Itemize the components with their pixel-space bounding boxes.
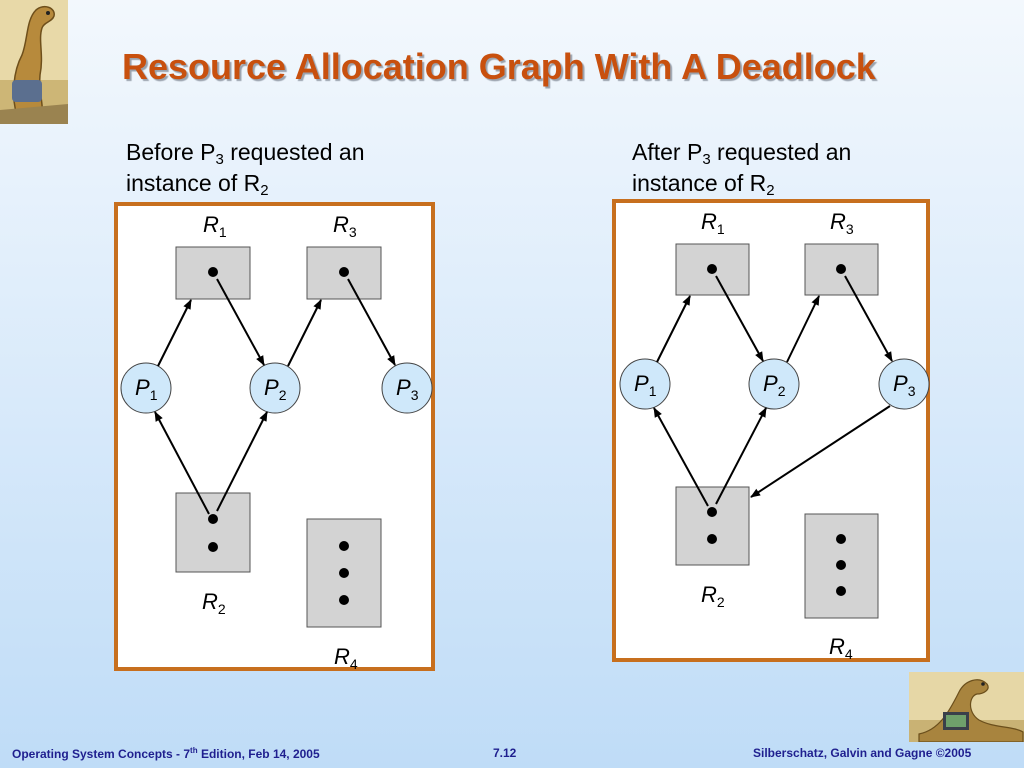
edge-r2-p2 — [216, 411, 268, 512]
dinosaur-logo-icon — [0, 0, 68, 124]
left-caption: Before P3 requested an instance of R2 — [126, 139, 365, 199]
graph-before-panel: R1 R3 R2 R4 P1 P2 P3 — [114, 202, 435, 672]
edge-r2-p2 — [715, 407, 767, 505]
edge-r1-p2 — [715, 275, 764, 362]
label-r4: R4 — [334, 644, 358, 672]
label-p1: P1 — [634, 371, 657, 399]
graph-before-diagram: R1 R3 R2 R4 P1 P2 P3 — [120, 212, 433, 672]
process-p2 — [249, 362, 301, 414]
resource-r2 — [175, 492, 251, 573]
instance-dot — [339, 595, 349, 605]
footer-page-number: 7.12 — [493, 746, 517, 760]
label-r1: R1 — [701, 209, 725, 237]
footer-book-info: Operating System Concepts - 7th Edition,… — [12, 746, 320, 761]
label-r4: R4 — [829, 634, 853, 662]
process-p3 — [381, 362, 433, 414]
resource-r2 — [675, 486, 750, 566]
edge-p2-r3 — [786, 295, 820, 363]
label-p3: P3 — [396, 375, 419, 403]
graph-after-panel: R1 R3 R2 R4 P1 P2 P3 — [612, 199, 930, 662]
label-r1: R1 — [203, 212, 227, 240]
label-r2: R2 — [701, 582, 725, 610]
process-p3 — [878, 358, 930, 410]
instance-dot — [339, 541, 349, 551]
edge-p1-r1 — [656, 295, 691, 363]
instance-dot — [836, 264, 846, 274]
instance-dot — [707, 507, 717, 517]
edge-r1-p2 — [216, 278, 265, 366]
instance-dot — [208, 514, 218, 524]
instance-dot — [836, 560, 846, 570]
right-caption: After P3 requested an instance of R2 — [632, 139, 852, 199]
process-p1 — [120, 362, 172, 414]
edge-r3-p3 — [347, 278, 396, 366]
instance-dot — [836, 534, 846, 544]
instance-dot — [208, 542, 218, 552]
edge-p1-r1 — [157, 299, 192, 367]
graph-after-diagram: R1 R3 R2 R4 P1 P2 P3 — [619, 209, 930, 662]
process-p1 — [619, 358, 671, 410]
edge-r2-p1 — [154, 411, 210, 515]
page-title: Resource Allocation Graph With A Deadloc… — [122, 46, 876, 87]
edge-p2-r3 — [287, 299, 322, 367]
label-r3: R3 — [830, 209, 854, 237]
edge-r3-p3 — [844, 275, 893, 362]
instance-dot — [339, 267, 349, 277]
instance-dot — [208, 267, 218, 277]
instance-dot — [707, 534, 717, 544]
label-p2: P2 — [763, 371, 786, 399]
edge-p3-r2 — [750, 405, 891, 498]
instance-dot — [339, 568, 349, 578]
instance-dot — [836, 586, 846, 596]
label-p2: P2 — [264, 375, 287, 403]
label-r3: R3 — [333, 212, 357, 240]
label-r2: R2 — [202, 589, 226, 617]
edge-r2-p1 — [653, 407, 709, 507]
dinosaur-laptop-logo-icon — [909, 672, 1024, 742]
label-p1: P1 — [135, 375, 158, 403]
resource-r1 — [175, 246, 251, 300]
label-p3: P3 — [893, 371, 916, 399]
instance-dot — [707, 264, 717, 274]
process-p2 — [748, 358, 800, 410]
footer-copyright: Silberschatz, Galvin and Gagne ©2005 — [753, 746, 972, 760]
